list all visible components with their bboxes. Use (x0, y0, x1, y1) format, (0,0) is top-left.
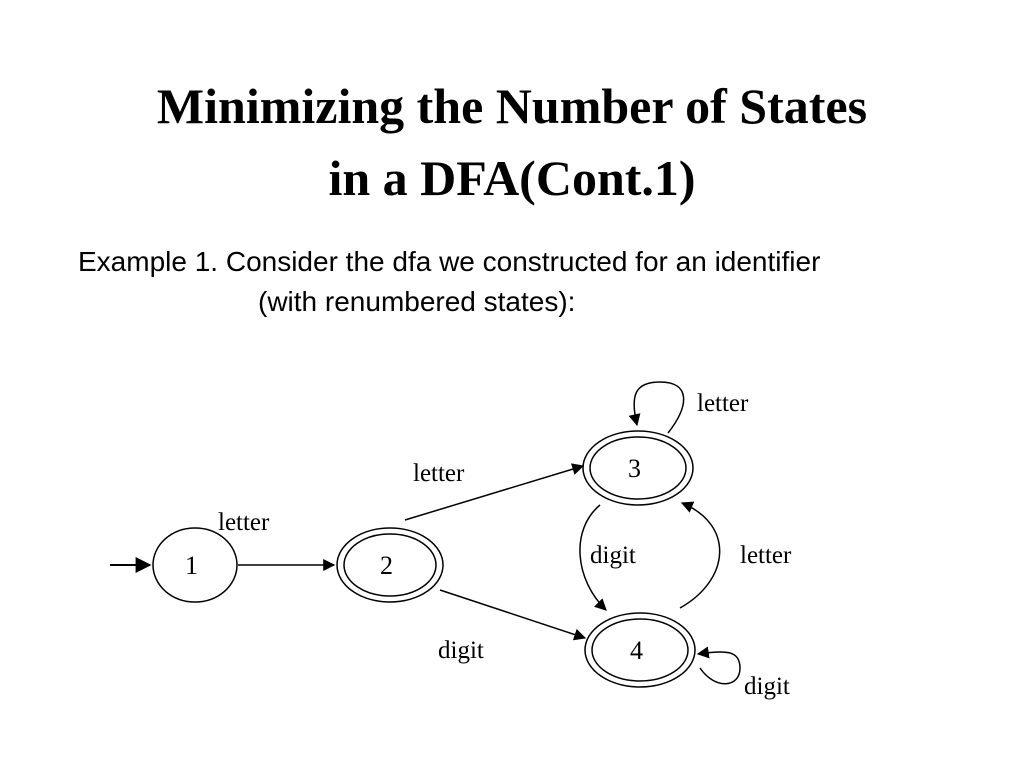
edge-3-4-label: digit (590, 542, 636, 569)
edge-3-3-label: letter (697, 390, 749, 417)
edge-4-4-label: digit (744, 673, 790, 700)
state-1-label: 1 (185, 551, 198, 580)
edge-2-4 (439, 589, 587, 641)
body-line-2: (with renumbered states): (258, 286, 576, 317)
state-3-label: 3 (628, 454, 641, 483)
edge-2-3-label: letter (413, 460, 465, 487)
edge-4-3-label: letter (740, 542, 792, 569)
state-4-inner-circle (591, 618, 689, 682)
edge-2-4-label: digit (438, 637, 484, 664)
edge-1-2-label: letter (218, 509, 270, 536)
edge-3-4 (579, 504, 607, 611)
title-line-1: Minimizing the Number of States (156, 78, 868, 134)
slide-title: Minimizing the Number of States in a DFA… (0, 70, 1024, 214)
state-1: 1 (152, 527, 238, 603)
state-2-inner-circle (343, 533, 437, 597)
body-line-1: Example 1. Consider the dfa we construct… (78, 246, 821, 277)
state-2-outer-circle (336, 527, 444, 603)
title-line-2: in a DFA(Cont.1) (328, 150, 696, 206)
state-4-label: 4 (630, 636, 643, 665)
edge-4-4 (696, 646, 741, 685)
edge-3-3 (628, 381, 685, 434)
state-2: 2 (336, 527, 444, 603)
state-4: 4 (584, 612, 696, 688)
state-3-inner-circle (589, 436, 687, 500)
state-4-outer-circle (584, 612, 696, 688)
state-2-label: 2 (380, 551, 393, 580)
body-text: Example 1. Consider the dfa we construct… (78, 242, 1008, 322)
state-3: 3 (582, 430, 694, 506)
state-1-circle (152, 527, 238, 603)
edge-2-3 (404, 463, 585, 521)
edge-4-3 (679, 501, 721, 609)
